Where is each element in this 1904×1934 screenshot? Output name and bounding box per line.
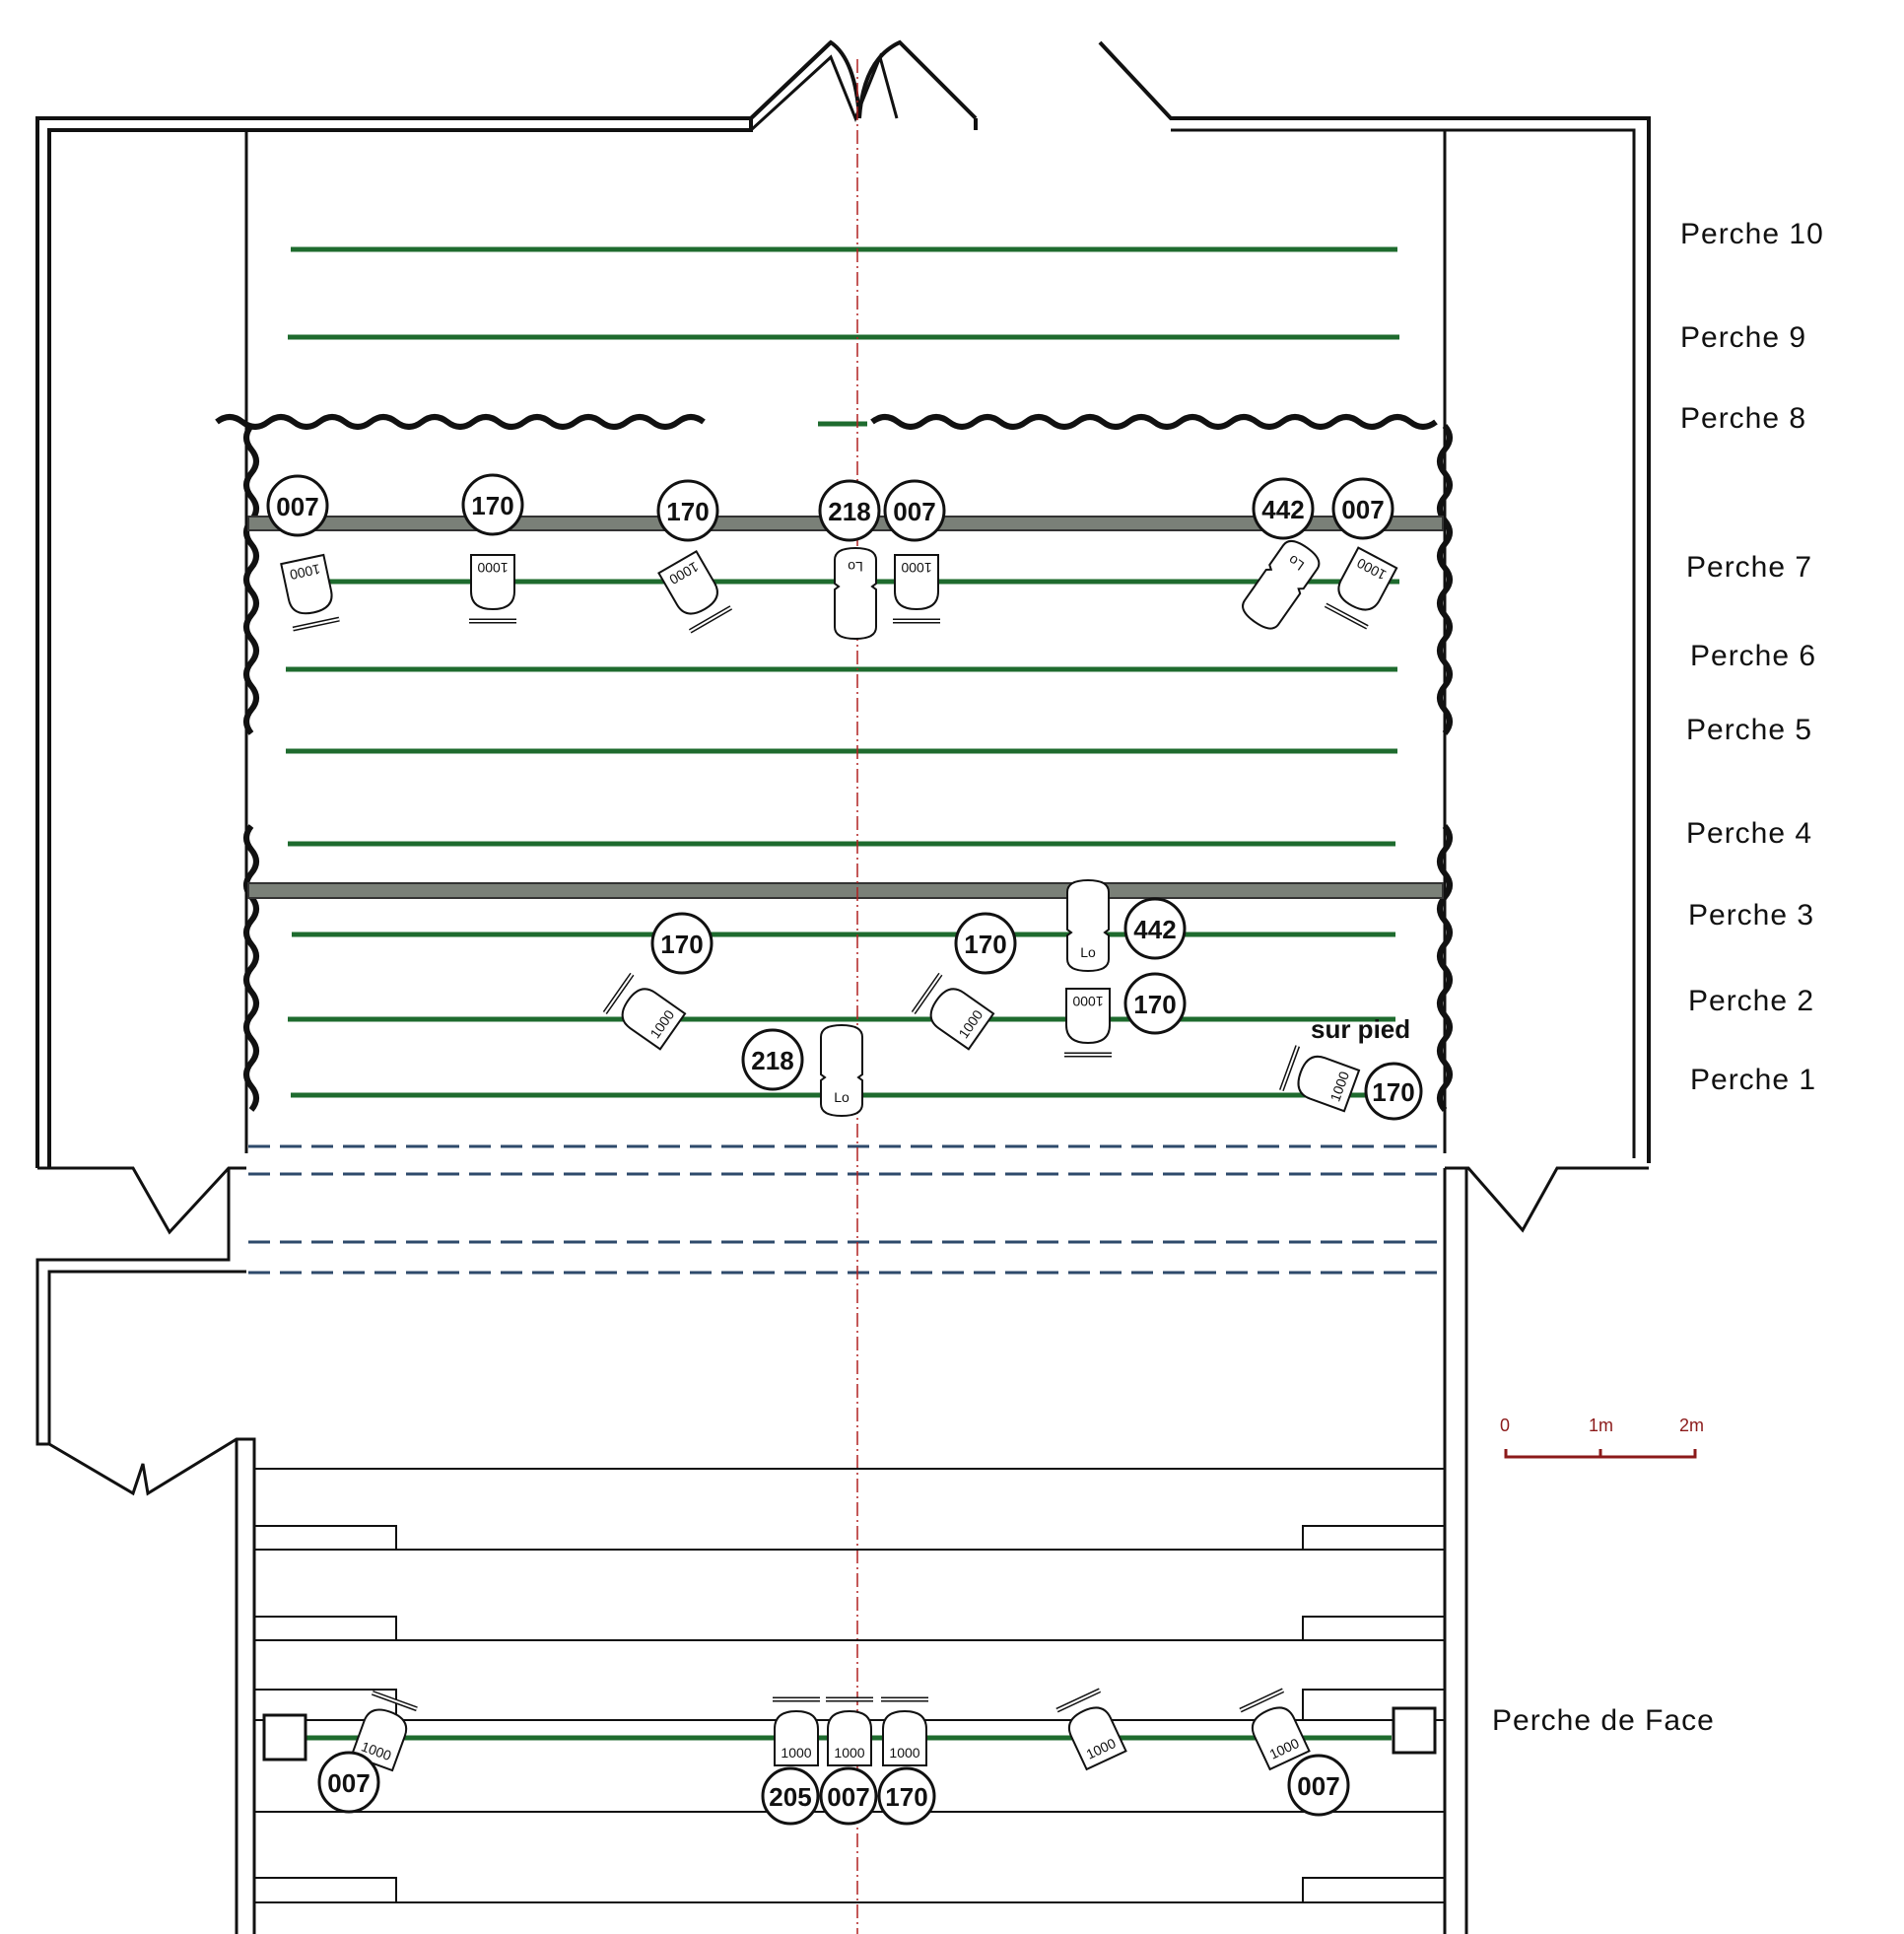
gel-circle: 007 bbox=[1331, 477, 1394, 540]
svg-text:007: 007 bbox=[1297, 1771, 1339, 1801]
gel-circle: 442 bbox=[1123, 897, 1187, 960]
svg-text:1000: 1000 bbox=[1072, 994, 1103, 1009]
svg-text:Lo: Lo bbox=[848, 559, 863, 575]
gel-markers-perche-7: 007 170 170 218 007 442 007 bbox=[266, 473, 1394, 542]
svg-text:1000: 1000 bbox=[477, 560, 508, 576]
stage-curtain bbox=[215, 414, 1453, 1112]
label-perche-3: Perche 3 bbox=[1688, 899, 1814, 932]
gel-circle: 007 bbox=[266, 474, 329, 537]
svg-text:007: 007 bbox=[327, 1768, 370, 1798]
fixture-profile-lo: Lo bbox=[1237, 534, 1326, 636]
scale-label-2m: 2m bbox=[1679, 1416, 1704, 1435]
gel-circle: 205 bbox=[761, 1766, 820, 1826]
fixture-pc: 1000 bbox=[1326, 547, 1398, 628]
gel-markers-perche-face: 007 205 007 170 007 bbox=[317, 1751, 1350, 1826]
svg-text:170: 170 bbox=[1372, 1077, 1414, 1107]
label-perche-4: Perche 4 bbox=[1686, 817, 1812, 850]
side-doors-upper bbox=[37, 1166, 1649, 1235]
fixture-pc: 1000 bbox=[914, 974, 994, 1051]
perche-labels: Perche 10 Perche 9 Perche 8 Perche 7 Per… bbox=[1492, 218, 1824, 1737]
label-perche-6: Perche 6 bbox=[1690, 640, 1816, 672]
label-perche-1: Perche 1 bbox=[1690, 1064, 1816, 1096]
gel-circle: 170 bbox=[877, 1766, 936, 1826]
gel-circle: 442 bbox=[1252, 477, 1315, 540]
fixture-pc: 1000 bbox=[826, 1699, 873, 1765]
svg-text:170: 170 bbox=[964, 930, 1006, 959]
svg-text:007: 007 bbox=[276, 492, 318, 521]
proscenium-arch bbox=[749, 39, 978, 130]
fixture-pc: 1000 bbox=[279, 555, 339, 630]
gel-circle: 218 bbox=[818, 479, 881, 542]
fixture-profile-lo: Lo bbox=[1066, 879, 1110, 972]
svg-text:205: 205 bbox=[769, 1782, 811, 1812]
gel-circle: 007 bbox=[883, 479, 946, 542]
perche-battens bbox=[286, 246, 1399, 1741]
fixture-pc: 1000 bbox=[1240, 1691, 1311, 1770]
scale-label-0: 0 bbox=[1500, 1416, 1510, 1435]
truss-beam-lower bbox=[247, 882, 1444, 899]
face-perche-anchor-right bbox=[1392, 1706, 1437, 1755]
auditorium-rows bbox=[254, 1468, 1445, 1903]
gel-markers-mid-stage: 170 170 442 170 218 170 bbox=[650, 897, 1423, 1121]
gel-circle: 170 bbox=[650, 912, 714, 975]
svg-text:Lo: Lo bbox=[1080, 944, 1096, 960]
svg-text:1000: 1000 bbox=[288, 561, 321, 583]
svg-text:170: 170 bbox=[660, 930, 703, 959]
svg-text:1000: 1000 bbox=[901, 560, 931, 576]
svg-text:218: 218 bbox=[751, 1046, 793, 1075]
fixture-pc: 1000 bbox=[605, 974, 686, 1051]
svg-text:007: 007 bbox=[893, 497, 935, 526]
label-perche-face: Perche de Face bbox=[1492, 1704, 1715, 1737]
gel-circle: 170 bbox=[1123, 972, 1187, 1035]
fixture-pc: 1000 bbox=[469, 555, 516, 621]
svg-text:170: 170 bbox=[1133, 990, 1176, 1019]
fixture-pc: 1000 bbox=[773, 1699, 820, 1765]
svg-text:1000: 1000 bbox=[889, 1745, 919, 1761]
label-perche-7: Perche 7 bbox=[1686, 551, 1812, 584]
label-perche-10: Perche 10 bbox=[1680, 218, 1824, 250]
stage-edge-dashes bbox=[248, 1144, 1445, 1275]
gel-circle: 007 bbox=[819, 1766, 878, 1826]
svg-text:1000: 1000 bbox=[781, 1745, 811, 1761]
fixture-pc: 1000 bbox=[1056, 1691, 1127, 1770]
gel-circle: 218 bbox=[741, 1028, 804, 1091]
gel-circle: 007 bbox=[1287, 1754, 1350, 1817]
stand-note: sur pied bbox=[1311, 1014, 1410, 1044]
label-perche-5: Perche 5 bbox=[1686, 714, 1812, 746]
face-perche-anchor-left bbox=[262, 1713, 307, 1761]
scale-bar: 0 1m 2m bbox=[1500, 1416, 1704, 1459]
fixture-profile-lo: Lo bbox=[820, 1024, 863, 1117]
svg-text:007: 007 bbox=[827, 1782, 869, 1812]
svg-text:170: 170 bbox=[885, 1782, 927, 1812]
svg-text:170: 170 bbox=[471, 491, 513, 520]
label-perche-8: Perche 8 bbox=[1680, 402, 1806, 435]
gel-circle: 007 bbox=[317, 1751, 380, 1814]
gel-circle: 170 bbox=[461, 473, 524, 536]
label-perche-9: Perche 9 bbox=[1680, 321, 1806, 354]
svg-text:218: 218 bbox=[828, 497, 870, 526]
fixture-pc: 1000 bbox=[881, 1699, 928, 1765]
svg-text:442: 442 bbox=[1261, 495, 1304, 524]
fixture-profile-lo: Lo bbox=[834, 547, 877, 640]
fixture-pc: 1000 bbox=[893, 555, 940, 621]
fixture-pc: 1000 bbox=[1064, 989, 1112, 1055]
gel-circle: 170 bbox=[1364, 1062, 1423, 1121]
fixture-pc: 1000 bbox=[657, 550, 731, 631]
fixture-pc: 1000 bbox=[1281, 1046, 1359, 1113]
auditorium-walls bbox=[35, 1168, 1468, 1934]
gel-circle: 170 bbox=[954, 912, 1017, 975]
scale-label-1m: 1m bbox=[1589, 1416, 1613, 1435]
svg-text:1000: 1000 bbox=[834, 1745, 864, 1761]
svg-text:Lo: Lo bbox=[834, 1089, 850, 1105]
label-perche-2: Perche 2 bbox=[1688, 985, 1814, 1017]
svg-text:170: 170 bbox=[666, 497, 709, 526]
svg-text:007: 007 bbox=[1341, 495, 1384, 524]
svg-text:442: 442 bbox=[1133, 915, 1176, 944]
fixtures-perche-7: 1000 1000 1000 Lo 1000 Lo 1000 bbox=[279, 534, 1398, 640]
fixtures-perche-face: 1000 1000 1000 1000 1000 1000 bbox=[350, 1691, 1311, 1771]
gel-circle: 170 bbox=[656, 479, 719, 542]
